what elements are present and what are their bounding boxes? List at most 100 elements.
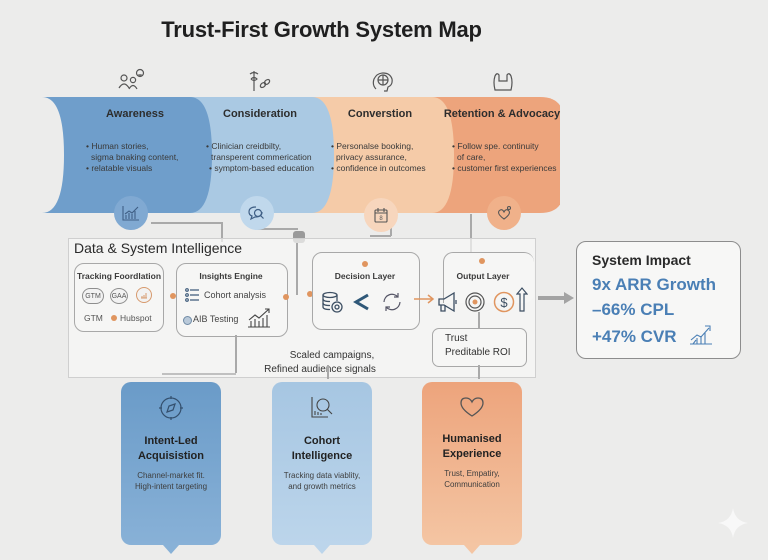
bullet: of care, xyxy=(457,152,486,162)
connector-line xyxy=(235,335,237,373)
stage-retention-bullets: • Follow spe. continuity of care, • cust… xyxy=(452,141,557,174)
connector-line xyxy=(327,365,329,379)
heart-icon xyxy=(460,397,484,417)
data-panel-title: Data & System Intelligence xyxy=(74,240,243,256)
share-icon xyxy=(353,293,369,311)
globe-brain-icon xyxy=(372,72,393,92)
chart-magnifier-icon xyxy=(311,397,333,418)
output-result-box xyxy=(432,328,527,367)
bullet: • Clinician creidbilty, xyxy=(206,141,282,151)
connector-line xyxy=(256,228,298,230)
roi-label: Preditable ROI xyxy=(445,347,511,358)
funnel-stages xyxy=(42,97,560,213)
caption-line: Refined audience signals xyxy=(264,364,376,375)
caption-line: Scaled campaigns, xyxy=(289,350,375,361)
database-icon xyxy=(322,291,343,313)
connector-line xyxy=(478,365,480,379)
decision-title: Decision Layer xyxy=(334,271,396,281)
arrow-to-impact-icon xyxy=(538,292,574,304)
card-description: Channel-market fit.High-intent targeting xyxy=(134,471,208,491)
connector-line xyxy=(478,312,480,328)
page-title: Trust-First Growth System Map xyxy=(161,17,482,42)
gtm-label: GTM xyxy=(84,313,103,323)
connector-dot xyxy=(479,258,485,264)
stage-awareness-title: Awareness xyxy=(106,108,164,120)
stage-consideration-title: Consideration xyxy=(223,108,297,120)
card-tail xyxy=(464,545,480,554)
stage-conversion-bullets: • Personalse booking, privacy assurance,… xyxy=(331,141,426,174)
connector-line xyxy=(221,222,223,242)
card-tail xyxy=(314,545,330,554)
growth-bars-icon xyxy=(248,308,270,328)
people-smile-icon xyxy=(118,68,145,90)
bullet: transperent commerication xyxy=(211,152,312,162)
gtm-pill: GTM xyxy=(82,288,104,304)
hubspot-label: Hubspot xyxy=(120,313,152,323)
chat-search-icon xyxy=(240,196,274,230)
bullet: sigma bnaking content, xyxy=(91,152,179,162)
compass-icon xyxy=(159,396,183,420)
tracking-title: Tracking Foordlation xyxy=(76,271,162,281)
trust-label: Trust xyxy=(445,333,468,344)
growth-chart-icon xyxy=(114,196,148,230)
connector-dot xyxy=(170,293,176,299)
connector-dot xyxy=(307,291,313,297)
heart-hand-icon xyxy=(487,196,521,230)
bullet: • symptom-based education xyxy=(209,163,315,173)
insights-title: Insights Engine xyxy=(199,271,263,281)
output-title: Output Layer xyxy=(456,271,510,281)
impact-metric-cvr: +47% CVR xyxy=(592,327,677,346)
stage-awareness-bullets: • Human stories, sigma bnaking content, … xyxy=(86,141,178,174)
caduceus-link-icon xyxy=(249,71,271,91)
connector-line xyxy=(162,373,236,375)
bullet: • Human stories, xyxy=(86,141,149,151)
card-tail xyxy=(163,545,179,554)
connector-dot xyxy=(283,294,289,300)
bullet: • relatable visuals xyxy=(86,163,153,173)
svg-text:8: 8 xyxy=(379,216,383,222)
bullet: • Follow spe. continuity xyxy=(452,141,539,151)
megaphone-icon xyxy=(438,291,457,313)
hands-icon xyxy=(493,73,513,91)
arrow-up-icon xyxy=(516,287,528,312)
arrow-right-icon xyxy=(414,294,435,304)
target-icon xyxy=(465,292,485,312)
stage-retention-title: Retention & Advocacy xyxy=(443,108,561,120)
growth-arrow-icon xyxy=(690,325,712,345)
connector-line xyxy=(370,235,391,237)
analytics-icon xyxy=(136,287,152,303)
connector-dot xyxy=(362,261,368,267)
card-description: Trust, Empatiry,Communication xyxy=(444,469,500,489)
sparkle-icon xyxy=(718,508,748,538)
system-impact-box xyxy=(576,241,741,359)
impact-metric-cpl: –66% CPL xyxy=(592,300,675,319)
ab-testing-label: AIB Testing xyxy=(193,314,239,324)
stage-consideration-bullets: • Clinician creidbilty, transperent comm… xyxy=(206,141,314,174)
panel-caption: Scaled campaigns, Refined audience signa… xyxy=(200,349,440,377)
svg-text:$: $ xyxy=(500,295,508,310)
separator-dot xyxy=(111,315,117,321)
connector-line xyxy=(151,222,221,224)
ab-testing-icon xyxy=(183,316,192,325)
list-icon xyxy=(185,288,199,302)
connector-line xyxy=(296,243,298,295)
bullet: privacy assurance, xyxy=(336,152,407,162)
dollar-icon: $ xyxy=(493,291,515,313)
bullet: • customer first experiences xyxy=(452,163,557,173)
impact-title: System Impact xyxy=(592,252,691,268)
calendar-icon: 8 xyxy=(364,198,398,232)
connector-line xyxy=(470,214,472,254)
bullet: • confidence in outcomes xyxy=(331,163,426,173)
cohort-analysis-label: Cohort analysis xyxy=(204,290,267,300)
stage-conversion-title: Converstion xyxy=(347,108,413,120)
bullet: • Personalse booking, xyxy=(331,141,414,151)
refresh-icon xyxy=(383,293,401,311)
gaa-pill: GAA xyxy=(110,288,128,304)
card-description: Tracking data viablity,and growth metric… xyxy=(283,471,361,491)
